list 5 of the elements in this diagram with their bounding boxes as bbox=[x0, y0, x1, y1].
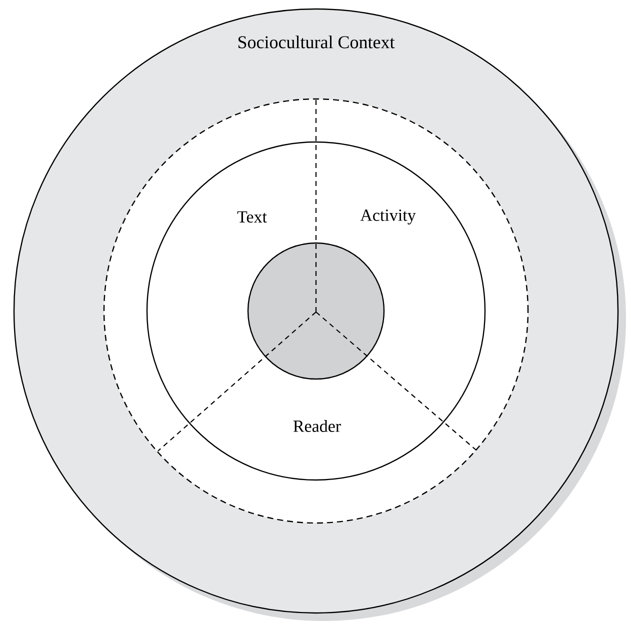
sector-label: Text bbox=[237, 211, 267, 223]
context-label: Sociocultural Context bbox=[238, 36, 395, 48]
sector-label: Reader bbox=[293, 420, 341, 432]
sector-label: Activity bbox=[360, 210, 416, 224]
core-circle bbox=[247, 242, 385, 380]
